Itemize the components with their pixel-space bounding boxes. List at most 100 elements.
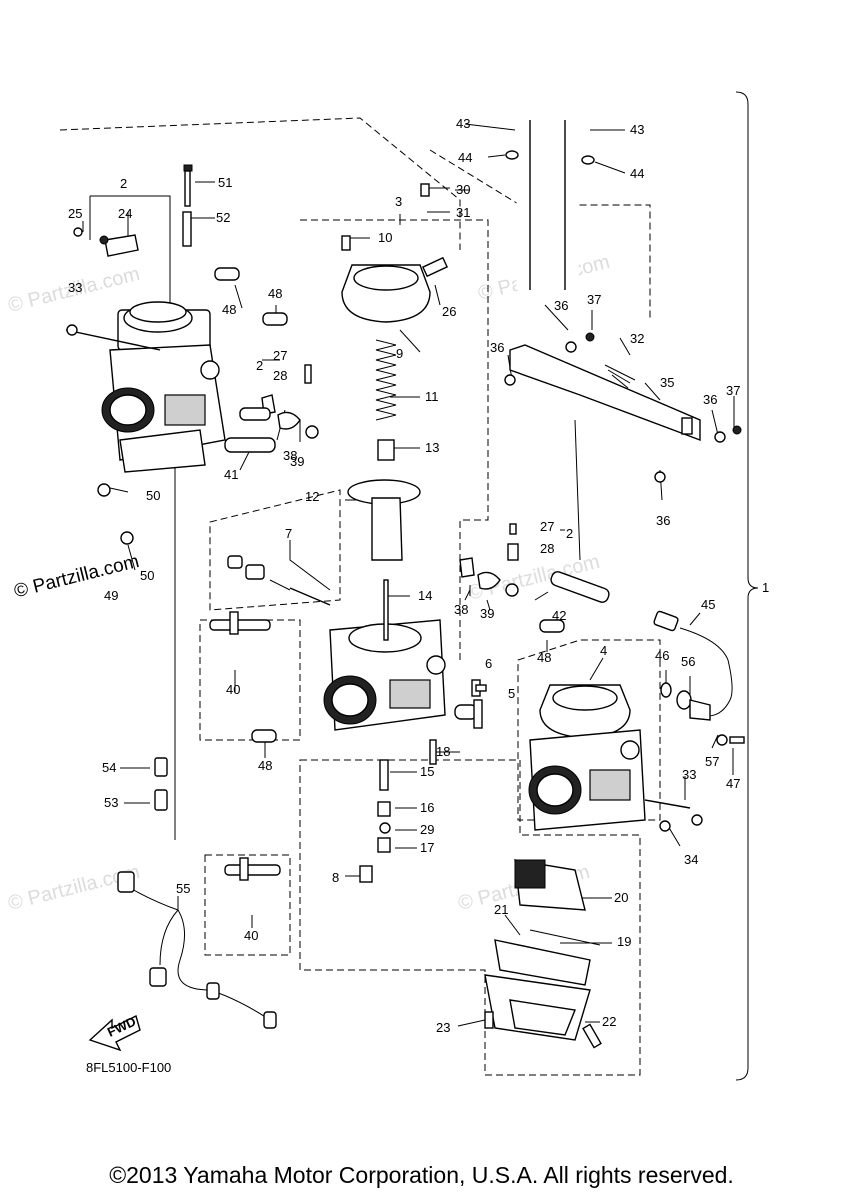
callout-7: 7 xyxy=(285,526,292,541)
choke-parts-right xyxy=(459,523,610,603)
callout-2: 2 xyxy=(256,358,263,373)
callout-44: 44 xyxy=(630,166,644,181)
callout-48: 48 xyxy=(258,758,272,773)
callout-23: 23 xyxy=(436,1020,450,1035)
callout-5: 5 xyxy=(508,686,515,701)
left-carburetor xyxy=(65,301,226,473)
callout-46: 46 xyxy=(655,648,669,663)
callout-11: 11 xyxy=(425,389,439,404)
callout-47: 47 xyxy=(726,776,740,791)
callout-48: 48 xyxy=(268,286,282,301)
fwd-arrow-icon: FWD xyxy=(88,1014,141,1052)
callout-22: 22 xyxy=(602,1014,616,1029)
outline-jets-bottom xyxy=(204,854,291,956)
callout-38: 38 xyxy=(454,602,468,617)
callout-33: 33 xyxy=(68,280,82,295)
callout-38: 38 xyxy=(283,448,297,463)
callout-26: 26 xyxy=(442,304,456,319)
seal-kits xyxy=(214,267,565,743)
callout-40: 40 xyxy=(226,682,240,697)
callout-36: 36 xyxy=(554,298,568,313)
pilot-screw-set xyxy=(227,555,331,606)
callout-8: 8 xyxy=(332,870,339,885)
throttle-sensor xyxy=(653,610,745,746)
callout-50: 50 xyxy=(146,488,160,503)
fuel-hose xyxy=(74,483,134,567)
diagram-code: 8FL5100-F100 xyxy=(86,1060,172,1075)
callout-16: 16 xyxy=(420,800,434,815)
center-carb-body xyxy=(323,579,483,731)
callout-27: 27 xyxy=(540,519,554,534)
vent-hoses xyxy=(505,86,595,290)
callout-31: 31 xyxy=(456,205,470,220)
callout-3: 3 xyxy=(395,194,402,209)
callout-57: 57 xyxy=(705,754,719,769)
outline-hoses xyxy=(429,149,651,320)
callout-21: 21 xyxy=(494,902,508,917)
callout-35: 35 xyxy=(660,375,674,390)
assembly-bracket xyxy=(735,91,759,1081)
callout-25: 25 xyxy=(68,206,82,221)
spring-11 xyxy=(375,339,397,421)
callout-19: 19 xyxy=(617,934,631,949)
callout-14: 14 xyxy=(418,588,432,603)
callout-48: 48 xyxy=(537,650,551,665)
callout-15: 15 xyxy=(420,764,434,779)
callout-1: 1 xyxy=(762,580,769,595)
float-bowl xyxy=(484,859,602,1049)
callout-41: 41 xyxy=(224,467,238,482)
callout-27: 27 xyxy=(273,348,287,363)
fuel-pipe-set-40 xyxy=(209,611,281,881)
callout-49: 49 xyxy=(104,588,118,603)
callout-43: 43 xyxy=(630,122,644,137)
callout-48: 48 xyxy=(222,302,236,317)
callout-34: 34 xyxy=(684,852,698,867)
throttle-bracket xyxy=(504,332,742,483)
copyright-notice: ©2013 Yamaha Motor Corporation, U.S.A. A… xyxy=(109,1162,734,1188)
callout-2: 2 xyxy=(120,176,127,191)
callout-37: 37 xyxy=(726,383,740,398)
callout-9: 9 xyxy=(396,346,403,361)
callout-28: 28 xyxy=(273,368,287,383)
callout-labels: 1222345678910111213141516171819202122232… xyxy=(68,116,769,1035)
callout-24: 24 xyxy=(118,206,132,221)
callout-12: 12 xyxy=(305,489,319,504)
callout-36: 36 xyxy=(703,392,717,407)
callout-18: 18 xyxy=(436,744,450,759)
callout-4: 4 xyxy=(600,643,607,658)
choke-parts-left xyxy=(224,364,319,453)
callout-20: 20 xyxy=(614,890,628,905)
outline-right-carb xyxy=(517,639,661,821)
callout-37: 37 xyxy=(587,292,601,307)
wiring-harness xyxy=(117,757,277,1029)
callout-56: 56 xyxy=(681,654,695,669)
callout-39: 39 xyxy=(480,606,494,621)
outline-center xyxy=(300,219,489,660)
callout-13: 13 xyxy=(425,440,439,455)
callout-17: 17 xyxy=(420,840,434,855)
callout-54: 54 xyxy=(102,760,116,775)
callout-2: 2 xyxy=(566,526,573,541)
callout-51: 51 xyxy=(218,175,232,190)
callout-45: 45 xyxy=(701,597,715,612)
outline-body-group xyxy=(209,489,341,611)
callout-32: 32 xyxy=(630,331,644,346)
callout-44: 44 xyxy=(458,150,472,165)
callout-28: 28 xyxy=(540,541,554,556)
callout-40: 40 xyxy=(244,928,258,943)
callout-42: 42 xyxy=(552,608,566,623)
callout-53: 53 xyxy=(104,795,118,810)
jet-stack xyxy=(359,684,487,883)
callout-39: 39 xyxy=(290,454,304,469)
outline-left-carb xyxy=(59,117,461,250)
callout-50: 50 xyxy=(140,568,154,583)
center-diaphragm xyxy=(341,183,449,561)
callout-43: 43 xyxy=(456,116,470,131)
callout-29: 29 xyxy=(420,822,434,837)
callout-6: 6 xyxy=(485,656,492,671)
throttle-parts xyxy=(73,164,193,257)
callout-30: 30 xyxy=(456,182,470,197)
callout-36: 36 xyxy=(656,513,670,528)
callout-55: 55 xyxy=(176,881,190,896)
